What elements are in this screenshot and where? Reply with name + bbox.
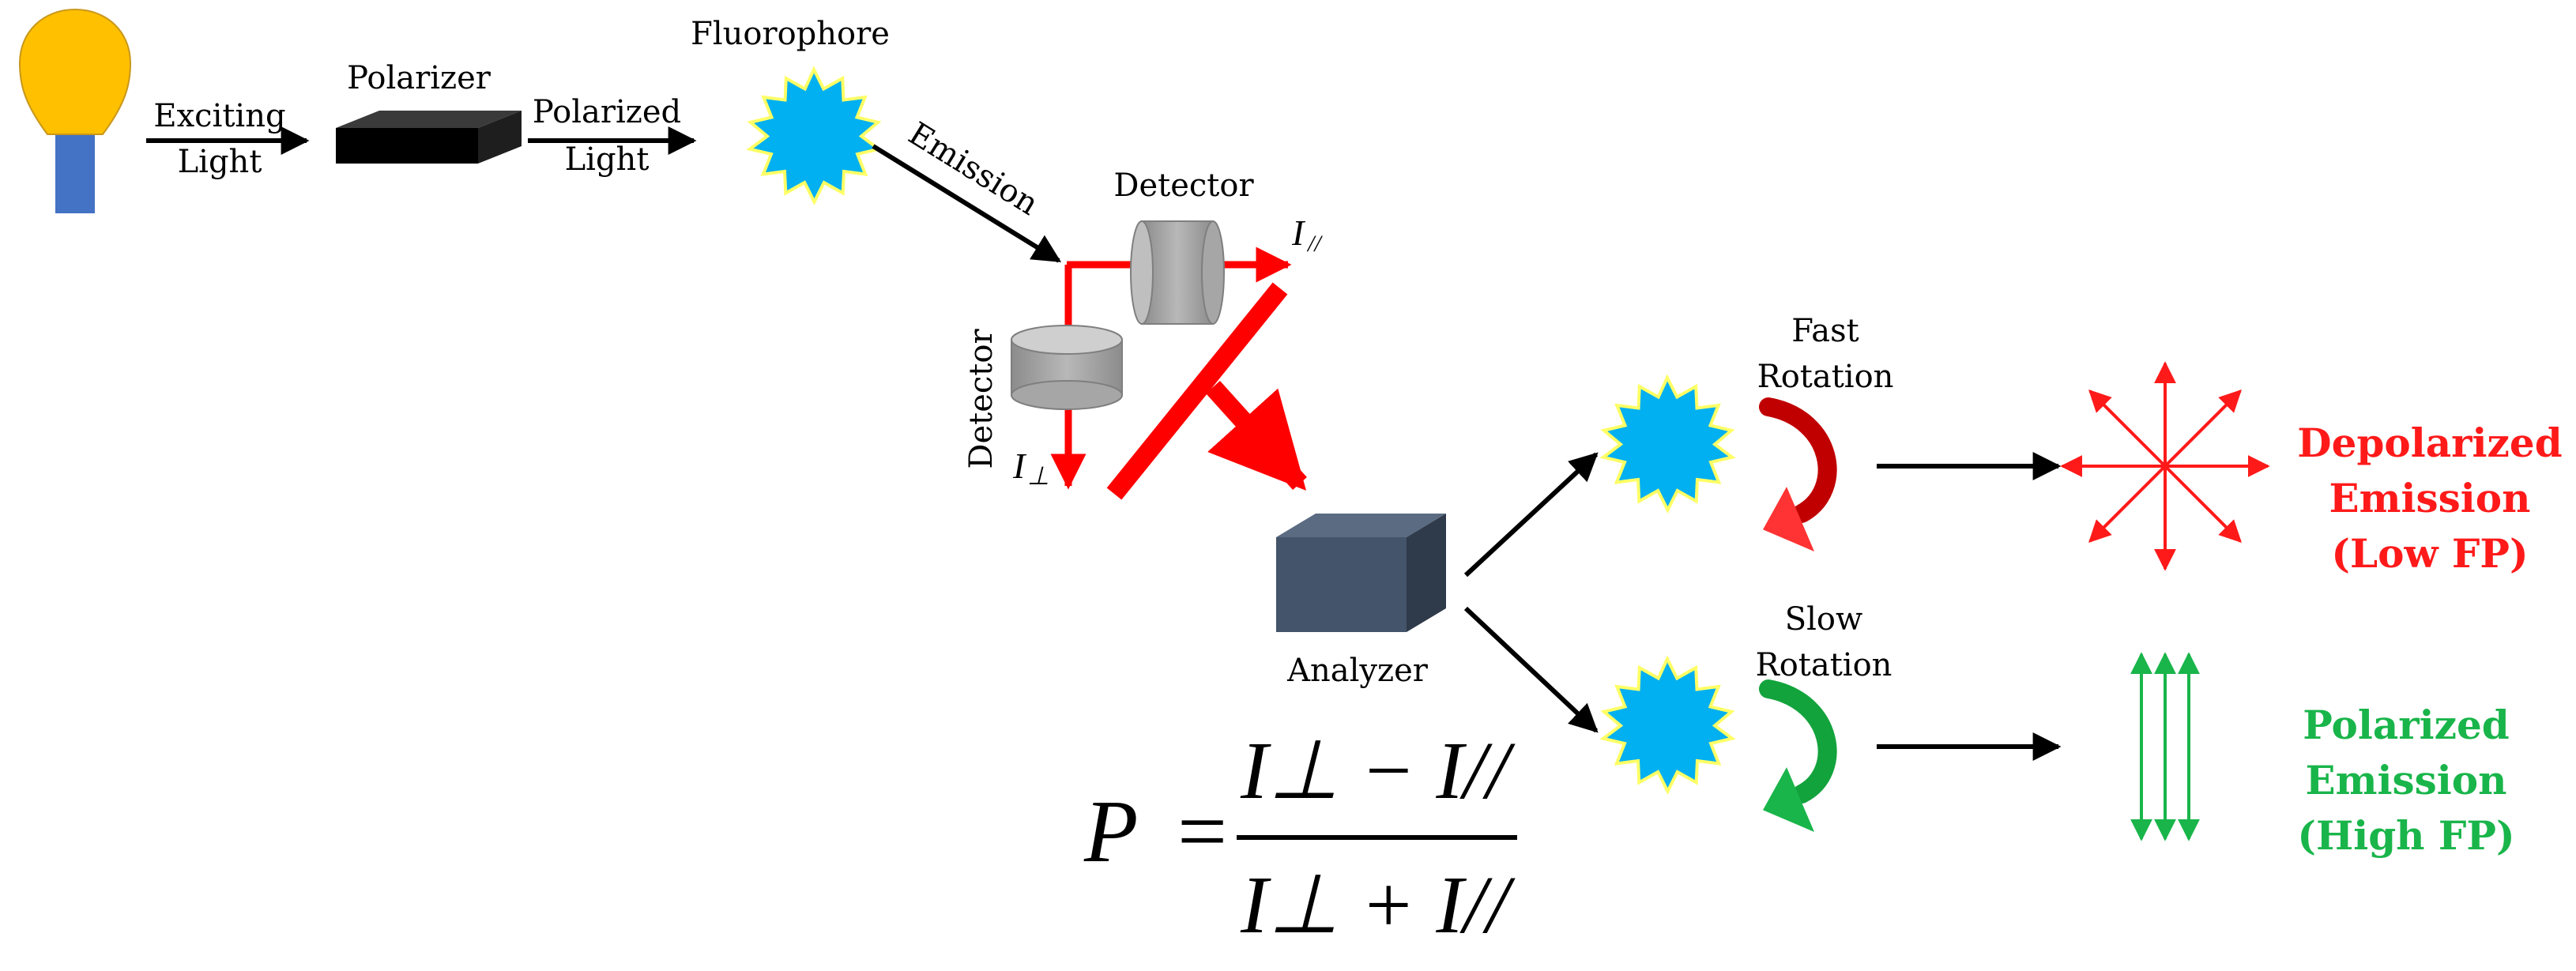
fluorophore-label: Fluorophore — [691, 16, 890, 52]
depolarized-line1: Depolarized — [2297, 420, 2562, 466]
detector-left-label: Detector — [963, 329, 1000, 469]
analyzer-cube — [1276, 514, 1446, 632]
detector-top-label: Detector — [1113, 167, 1254, 204]
equation-equals: = — [1177, 783, 1227, 881]
polarizer-block — [336, 111, 522, 164]
fast-rotation-line2: Rotation — [1757, 359, 1894, 395]
polarized-line2: Emission — [2305, 757, 2506, 804]
i-parallel-label: I — [1291, 213, 1306, 253]
fast-rotation-arrow-icon — [1759, 397, 1837, 552]
analyzer-to-slow-arrow — [1463, 606, 1599, 733]
fast-fluorophore-star-icon — [1599, 374, 1736, 514]
exciting-label-line2: Light — [178, 144, 262, 180]
polarized-line3: (High FP) — [2297, 812, 2514, 859]
polarization-equation: P = I⊥ − I// I⊥ + I// — [1083, 725, 1517, 950]
slow-rotation-line1: Slow — [1785, 601, 1863, 638]
polarized-emission-arrows-icon — [2130, 652, 2200, 841]
analyzer-to-fast-arrow — [1463, 452, 1599, 578]
depolarized-line2: Emission — [2329, 475, 2530, 521]
depolarized-line3: (Low FP) — [2331, 530, 2528, 577]
emission-arrow — [872, 144, 1062, 263]
slow-rotation-arrow-icon — [1759, 679, 1837, 833]
i-perp-label: I — [1012, 446, 1027, 486]
i-perp-subscript: ⊥ — [1027, 461, 1049, 490]
light-bulb-icon — [18, 8, 132, 213]
i-parallel-subscript: // — [1306, 231, 1323, 257]
equation-lhs: P — [1083, 783, 1138, 881]
polarized-light-line2: Light — [565, 141, 650, 178]
slow-fluorophore-star-icon — [1599, 655, 1736, 795]
detector-top — [1130, 220, 1225, 325]
fast-rotation-line1: Fast — [1791, 313, 1859, 349]
equation-numerator: I⊥ − I// — [1240, 725, 1516, 816]
depolarized-emission-arrows-icon — [2060, 361, 2270, 571]
emission-beam-paths — [1050, 247, 1307, 500]
polarizer-label: Polarizer — [347, 60, 491, 96]
analyzer-label: Analyzer — [1286, 653, 1429, 689]
slow-rotation-line2: Rotation — [1756, 647, 1892, 683]
polarized-light-line1: Polarized — [533, 94, 681, 130]
exciting-label-line1: Exciting — [153, 98, 285, 134]
polarized-line1: Polarized — [2303, 702, 2510, 748]
detector-left — [1011, 325, 1123, 410]
fluorophore-star-icon — [746, 66, 883, 205]
equation-denominator: I⊥ + I// — [1240, 860, 1516, 950]
